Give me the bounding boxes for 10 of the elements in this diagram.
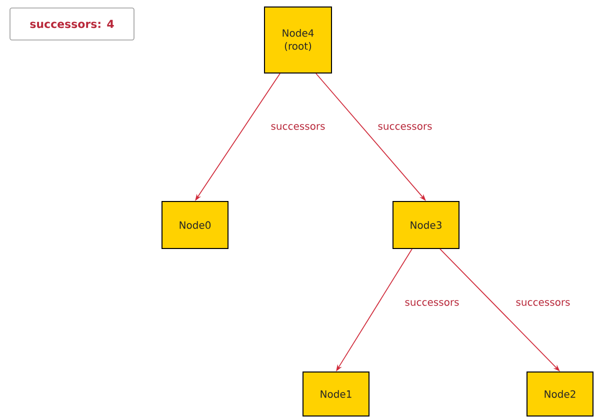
edge-label: successors xyxy=(376,123,434,131)
node-box: Node4 (root) xyxy=(264,6,332,74)
node-box: Node0 xyxy=(162,201,228,249)
node-box: Node1 xyxy=(302,372,370,416)
node-box: Node3 xyxy=(392,201,460,249)
edge-label: successors xyxy=(270,123,326,131)
edge-label: successors xyxy=(514,299,572,307)
counter-box: successors: 4 xyxy=(10,8,134,40)
node-box: Node2 xyxy=(526,372,594,416)
edge-label: successors xyxy=(404,299,460,307)
